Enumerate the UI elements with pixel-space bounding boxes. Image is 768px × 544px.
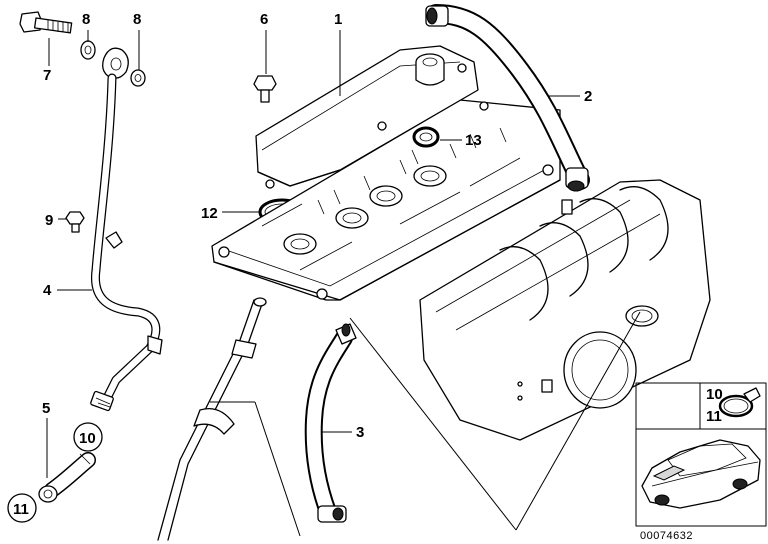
callout-9: 9 (45, 212, 53, 229)
bolt-part (19, 11, 73, 34)
callout-7: 7 (43, 67, 51, 84)
callout-10-ring (73, 422, 103, 452)
car-icon (641, 439, 761, 509)
callout-11-ring (7, 493, 37, 523)
callout-10: 10 (79, 430, 96, 447)
callout-3: 3 (356, 424, 364, 441)
callout-1: 1 (334, 11, 342, 28)
inset-panel (635, 382, 767, 527)
inset-label-11: 11 (706, 408, 722, 425)
cover-bolt-part (253, 75, 277, 103)
dipstick-tube-part (157, 297, 267, 541)
vent-pipe-part (90, 47, 163, 412)
callout-6: 6 (260, 11, 268, 28)
callout-8a: 8 (82, 11, 90, 28)
crankcase-hose-part (304, 323, 357, 523)
callout-12: 12 (201, 205, 218, 222)
hose-clamp-icon (718, 387, 761, 418)
seal-part (412, 126, 440, 148)
washer-part (80, 40, 146, 87)
callout-11: 11 (13, 501, 29, 518)
reference-number: 00074632 (640, 530, 693, 542)
callout-5: 5 (42, 400, 50, 417)
callout-13: 13 (465, 132, 482, 149)
callout-8b: 8 (133, 11, 141, 28)
small-bolt-part (65, 211, 85, 233)
assembly-lines (210, 311, 641, 537)
cylinder-head-cover-part (211, 45, 561, 301)
breather-hose-part (425, 4, 590, 192)
callout-4: 4 (43, 282, 52, 299)
callout-2: 2 (584, 88, 592, 105)
hose-part (38, 452, 96, 503)
inset-label-10: 10 (706, 386, 723, 403)
intake-manifold-part (419, 179, 711, 441)
